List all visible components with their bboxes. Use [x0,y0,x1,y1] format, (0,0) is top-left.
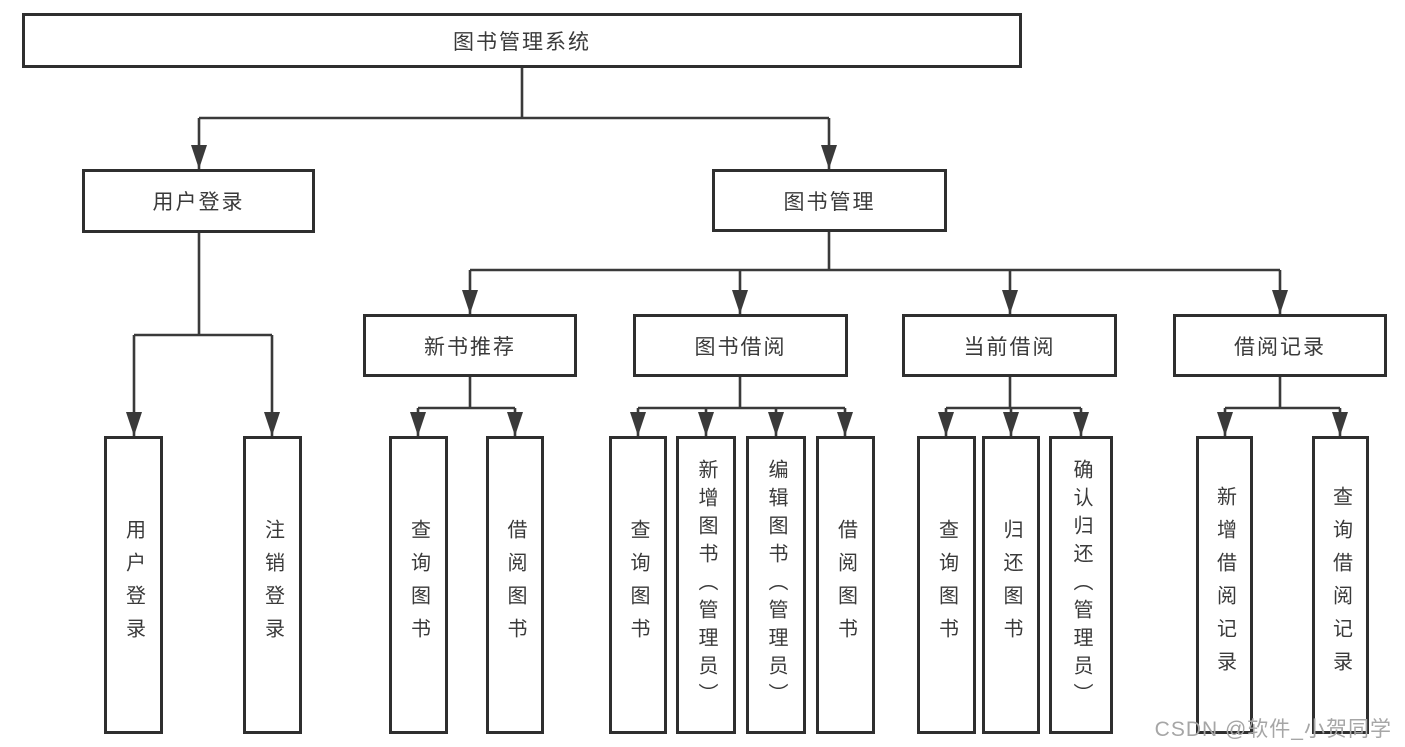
node-label: 用户登录 [122,519,145,651]
node-logout-leaf: 注销登录 [243,436,302,734]
node-add-borrow-record: 新增借阅记录 [1196,436,1253,734]
node-edit-book-admin: 编辑图书（管理员） [746,436,806,734]
node-confirm-return-admin: 确认归还（管理员） [1049,436,1113,734]
connector-user-login-children [134,233,272,337]
node-label: 查询图书 [407,519,430,651]
node-label: 借阅图书 [504,519,526,651]
node-current-borrowing: 当前借阅 [902,314,1117,377]
node-borrow-books-2: 借阅图书 [816,436,875,734]
connector-new-book-children [418,377,515,410]
node-label: 查询图书 [935,519,958,651]
node-label: 借阅图书 [834,519,857,651]
node-label: 新增图书（管理员） [695,459,717,711]
connector-current-borrow-children [946,377,1081,410]
node-label: 用户登录 [152,191,245,214]
node-label: 查询借阅记录 [1329,486,1352,684]
node-library-management-system: 图书管理系统 [22,13,1022,68]
node-label: 图书管理系统 [453,30,591,54]
node-query-books-2: 查询图书 [609,436,667,734]
node-query-borrow-record: 查询借阅记录 [1312,436,1369,734]
connector-book-borrow-children [638,377,845,410]
node-add-book-admin: 新增图书（管理员） [676,436,736,734]
node-user-login: 用户登录 [82,169,315,233]
node-query-books-3: 查询图书 [917,436,976,734]
node-label: 借阅记录 [1234,335,1326,359]
node-label: 当前借阅 [963,335,1056,359]
connector-root-to-level2 [199,68,829,120]
node-query-books-1: 查询图书 [389,436,448,734]
node-label: 归还图书 [1000,519,1022,651]
node-borrow-records: 借阅记录 [1173,314,1387,377]
node-book-borrowing: 图书借阅 [633,314,848,377]
node-borrow-books-1: 借阅图书 [486,436,544,734]
node-label: 查询图书 [627,519,649,651]
node-label: 确认归还（管理员） [1070,459,1092,711]
node-label: 图书管理 [783,190,876,214]
node-return-book: 归还图书 [982,436,1040,734]
connector-book-management-children [470,232,1280,272]
csdn-watermark: CSDN @软件_小贺同学 [1154,718,1392,741]
node-label: 编辑图书（管理员） [765,459,787,711]
node-label: 图书借阅 [694,335,787,359]
node-label: 注销登录 [261,519,284,651]
node-label: 新增借阅记录 [1213,486,1236,684]
node-book-management: 图书管理 [712,169,947,232]
node-new-book-recommend: 新书推荐 [363,314,577,377]
node-user-login-leaf: 用户登录 [104,436,163,734]
node-label: 新书推荐 [424,335,516,359]
connector-borrow-records-children [1225,377,1340,410]
